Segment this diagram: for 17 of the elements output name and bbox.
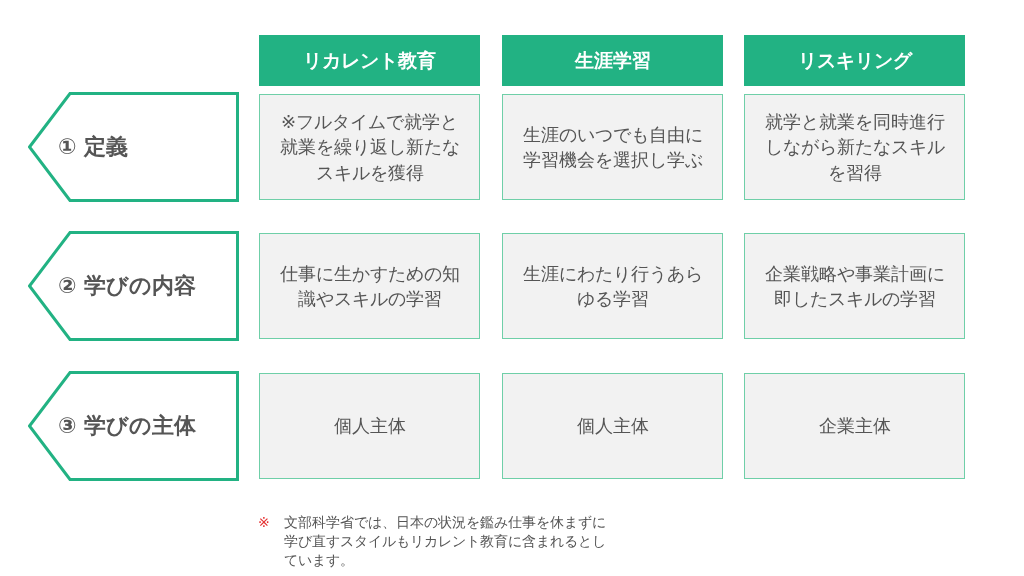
table-cell: 個人主体 [502,373,723,479]
table-cell: 企業戦略や事業計画に即したスキルの学習 [744,233,965,339]
column-header: リカレント教育 [259,35,480,86]
footnote-mark: ※ [258,513,271,532]
column-header: リスキリング [744,35,965,86]
footnote-text: 文部科学省では、日本の状況を鑑み仕事を休まずに学び直すスタイルもリカレント教育に含まれるとしています。 [284,513,607,570]
table-cell: ※フルタイムで就学と就業を繰り返し新たなスキルを獲得 [259,94,480,200]
table-cell: 生涯にわたり行うあらゆる学習 [502,233,723,339]
column-header: 生涯学習 [502,35,723,86]
row-header-tab: ③ 学びの主体 [28,371,239,481]
table-cell: 個人主体 [259,373,480,479]
table-cell: 生涯のいつでも自由に学習機会を選択し学ぶ [502,94,723,200]
table-cell: 仕事に生かすための知識やスキルの学習 [259,233,480,339]
row-header-tab: ② 学びの内容 [28,231,239,341]
table-cell: 企業主体 [744,373,965,479]
row-header-tab: ① 定義 [28,92,239,202]
table-cell: 就学と就業を同時進行しながら新たなスキルを習得 [744,94,965,200]
